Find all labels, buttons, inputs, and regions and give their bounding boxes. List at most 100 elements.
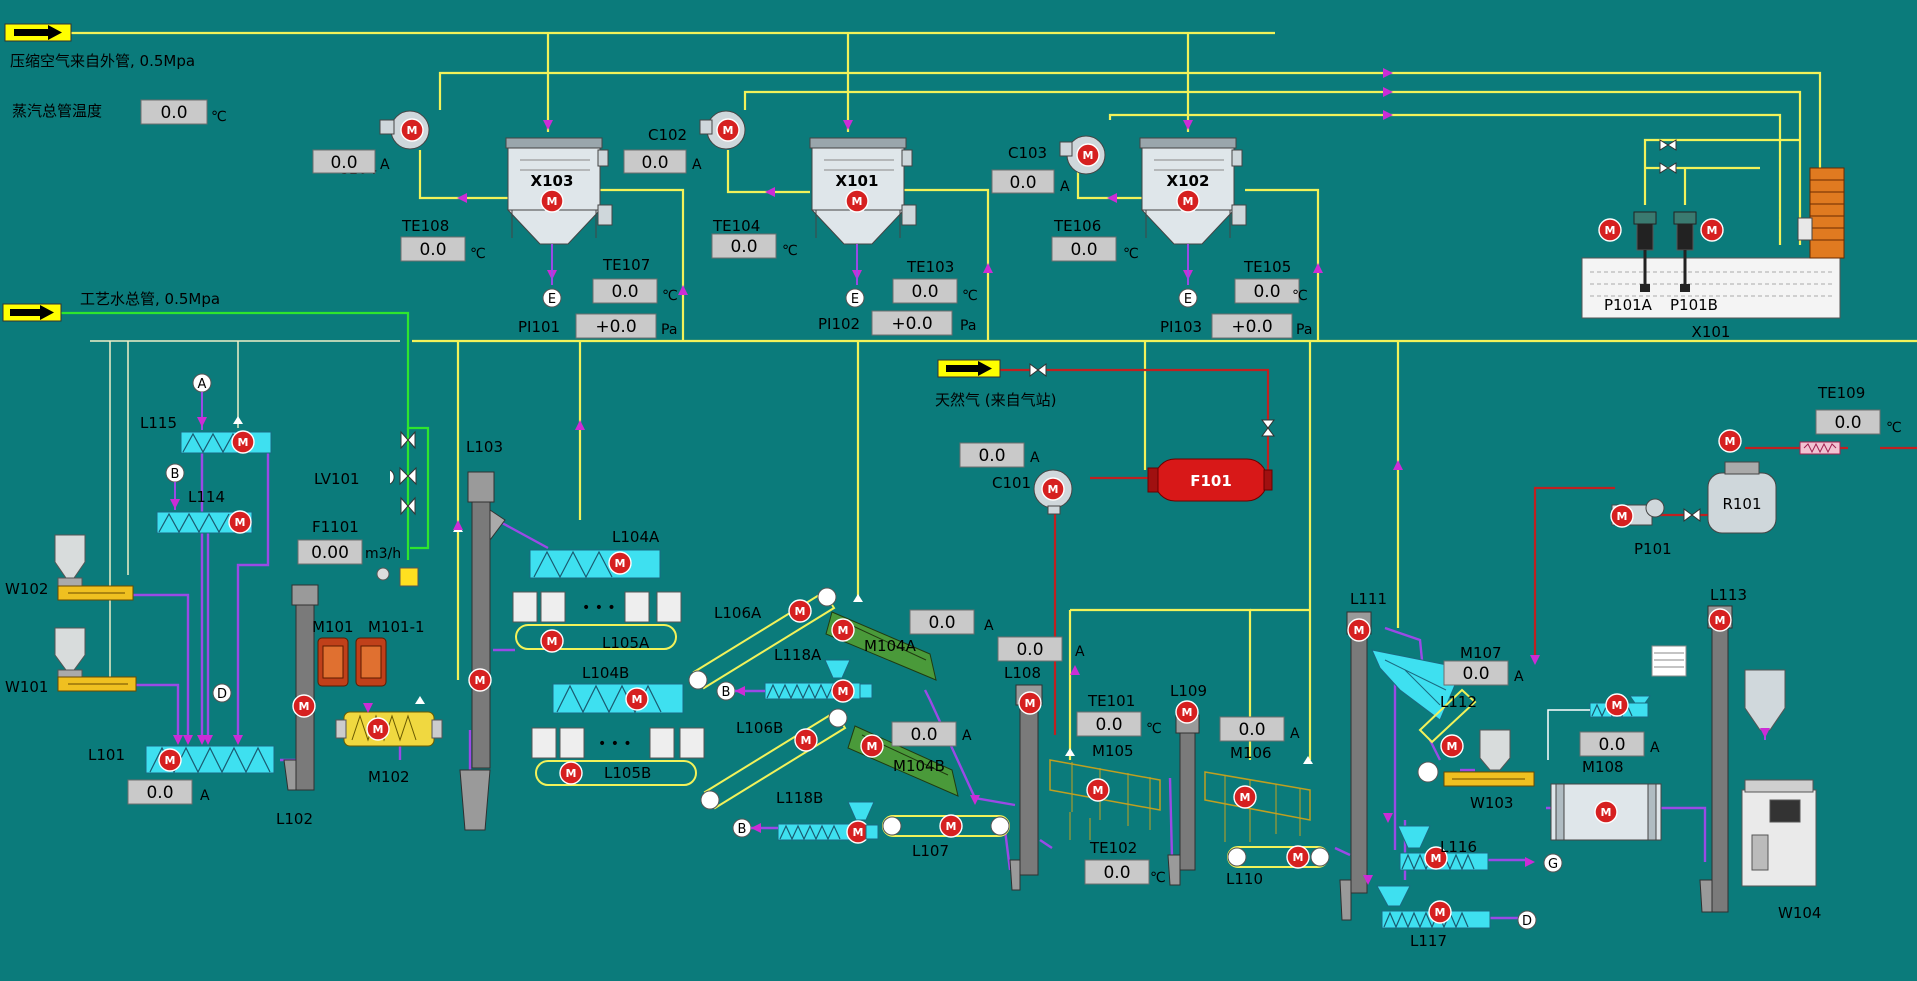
svg-text:0.0: 0.0 (1095, 715, 1122, 735)
screw-conveyor-l114-label: L114 (188, 488, 225, 506)
screw-conveyor-l101[interactable] (145, 745, 275, 774)
belt-conveyor-l110[interactable] (1227, 845, 1330, 869)
svg-text:D: D (1522, 914, 1532, 929)
water-tank-x101[interactable] (1581, 257, 1841, 319)
vibrating-screen-m104a[interactable] (825, 611, 937, 681)
svg-text:℃: ℃ (962, 288, 978, 304)
fan-c103[interactable] (1059, 135, 1106, 175)
svg-text:Pa: Pa (960, 318, 976, 334)
te107-display: TE107 0.0 ℃ (592, 256, 678, 304)
feeder-w101[interactable] (54, 627, 137, 692)
connector-b-l114[interactable]: B (165, 463, 185, 483)
feeder-w103-label: W103 (1470, 794, 1513, 812)
process-water-inlet-arrow (2, 303, 62, 322)
packing-machine-w104[interactable] (1741, 779, 1817, 887)
roller-mill-row-l105b[interactable]: • • • (531, 727, 705, 786)
rotary-drum-m108[interactable] (1550, 783, 1662, 841)
flow-meter-f1101[interactable] (376, 567, 419, 587)
fan-c101[interactable] (1033, 469, 1073, 515)
roller-mill-row-l105a[interactable]: • • • (512, 591, 682, 653)
screw-conveyor-l117[interactable] (1376, 885, 1491, 929)
pump-p101[interactable] (1610, 498, 1665, 528)
valve-r101[interactable] (1683, 508, 1701, 522)
connector-e-x103[interactable]: E (542, 288, 562, 308)
vibrating-screen-m104b[interactable] (847, 725, 959, 797)
baghouse-x101[interactable]: X101 (809, 137, 917, 245)
feeder-w101-label: W101 (5, 678, 48, 696)
reactor-r101[interactable]: R101 (1707, 429, 1777, 534)
belt-conveyor-l106a-label: L106A (714, 604, 762, 622)
svg-text:X103: X103 (531, 172, 574, 190)
te103-display: TE103 0.0 ℃ (892, 258, 978, 304)
connector-e-x101[interactable]: E (845, 288, 865, 308)
flow-meter-f1101-label: F1101 (312, 518, 359, 536)
connector-d-l101[interactable]: D (212, 683, 232, 703)
connector-e-x102[interactable]: E (1178, 288, 1198, 308)
bucket-elevator-l103[interactable] (459, 471, 506, 831)
connector-b-l118b[interactable]: B (732, 818, 752, 838)
screw-conveyor-l104b[interactable] (552, 683, 684, 714)
bucket-elevator-l113[interactable] (1699, 605, 1733, 913)
compressed-air-header-label: 压缩空气来自外管, 0.5Mpa (10, 52, 195, 70)
fan-c101-unit: A (1030, 450, 1040, 466)
screw-conveyor-l115[interactable] (180, 430, 272, 454)
svg-text:0.0: 0.0 (978, 446, 1005, 466)
screw-conveyor-l115-label: L115 (140, 414, 177, 432)
f1101-display: 0.00 (297, 539, 363, 565)
valve-gas-1[interactable] (1029, 363, 1047, 377)
m104b-current: 0.0 (891, 721, 957, 747)
fan-c104[interactable] (379, 110, 430, 150)
bucket-elevator-l102[interactable] (283, 584, 319, 791)
screw-conveyor-l114[interactable] (156, 510, 253, 534)
pump-p101b[interactable] (1673, 211, 1724, 292)
svg-text:℃: ℃ (782, 243, 798, 259)
baghouse-x102[interactable]: X102 (1139, 137, 1247, 245)
mixer-m102[interactable] (335, 711, 443, 747)
svg-text:0.0: 0.0 (1238, 720, 1265, 740)
separator-l112[interactable] (1371, 649, 1477, 783)
belt-conveyor-l106b[interactable] (700, 708, 848, 810)
screw-conveyor-l118a[interactable] (764, 659, 873, 703)
valve-air-1[interactable] (1659, 139, 1677, 151)
svg-text:+0.0: +0.0 (891, 314, 932, 334)
valve-gas-2[interactable] (1261, 419, 1275, 437)
screw-conveyor-l104a[interactable] (529, 549, 661, 579)
belt-conveyor-l107[interactable] (882, 814, 1010, 838)
belt-conveyor-l106a[interactable] (688, 587, 837, 690)
heater-te109[interactable] (1799, 441, 1841, 455)
connector-a[interactable]: A (192, 373, 212, 393)
compressed-air-piping (70, 31, 1917, 760)
valve-water-2[interactable] (400, 496, 416, 516)
fan-c102[interactable] (699, 110, 746, 150)
svg-text:0.0: 0.0 (1103, 863, 1130, 883)
screw-conveyor-l116[interactable] (1397, 825, 1489, 871)
baghouse-x103[interactable]: X103 (505, 137, 613, 245)
valve-water-1[interactable] (400, 430, 416, 450)
screw-conveyor-l118b[interactable] (777, 801, 879, 844)
valve-air-2[interactable] (1659, 162, 1677, 174)
burner-f101[interactable]: F101 (1147, 458, 1273, 502)
feeder-w102[interactable] (54, 534, 134, 601)
svg-text:0.0: 0.0 (928, 613, 955, 633)
svg-text:TE107: TE107 (602, 256, 650, 274)
pump-p101a[interactable] (1598, 211, 1657, 292)
packing-machine-w104-label: W104 (1778, 904, 1821, 922)
conveyor-m108-top[interactable] (1589, 693, 1651, 718)
svg-text:B: B (171, 467, 180, 482)
bucket-elevator-l109[interactable] (1167, 700, 1200, 886)
feeder-w103[interactable] (1443, 729, 1535, 787)
svg-text:+0.0: +0.0 (1231, 317, 1272, 337)
mixer-m101[interactable] (317, 637, 349, 687)
dryer-m106[interactable] (1204, 771, 1311, 842)
connector-g[interactable]: G (1543, 853, 1563, 873)
dryer-m105[interactable] (1049, 759, 1161, 840)
control-valve-lv101[interactable] (389, 466, 417, 486)
svg-text:TE104: TE104 (712, 217, 760, 235)
bucket-elevator-l111[interactable] (1339, 611, 1372, 921)
svg-text:℃: ℃ (470, 246, 486, 262)
connector-b-l118a[interactable]: B (716, 681, 736, 701)
mixer-m101-1[interactable] (355, 637, 387, 687)
silo-w104[interactable] (1744, 669, 1786, 740)
bucket-elevator-l108[interactable] (1009, 684, 1043, 891)
connector-d-l117[interactable]: D (1517, 910, 1537, 930)
